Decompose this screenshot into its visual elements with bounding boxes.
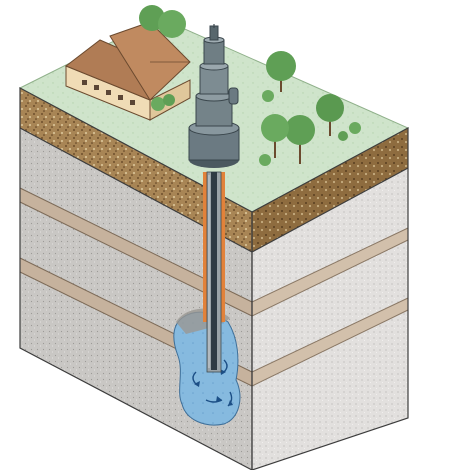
tree: [316, 94, 344, 136]
clay-band-upper-front: [20, 188, 252, 316]
well-casing: [203, 171, 225, 373]
trees: [139, 5, 361, 166]
tree: [139, 5, 186, 38]
tree: [261, 114, 289, 158]
casing-pipe-inner: [211, 172, 217, 370]
bedrock-layer-side: [252, 168, 408, 470]
farm-house: [65, 21, 191, 121]
side-face: [251, 128, 409, 470]
topsoil-layer-side: [252, 128, 408, 252]
tree: [285, 115, 315, 164]
bush: [151, 90, 361, 166]
topsoil-layer-front: [20, 88, 252, 252]
clay-band-upper-side: [252, 228, 408, 316]
clay-band-lower-side: [252, 298, 408, 386]
water-flow-arrows: [192, 359, 233, 407]
pump-head: [188, 24, 240, 168]
tree: [266, 51, 296, 92]
